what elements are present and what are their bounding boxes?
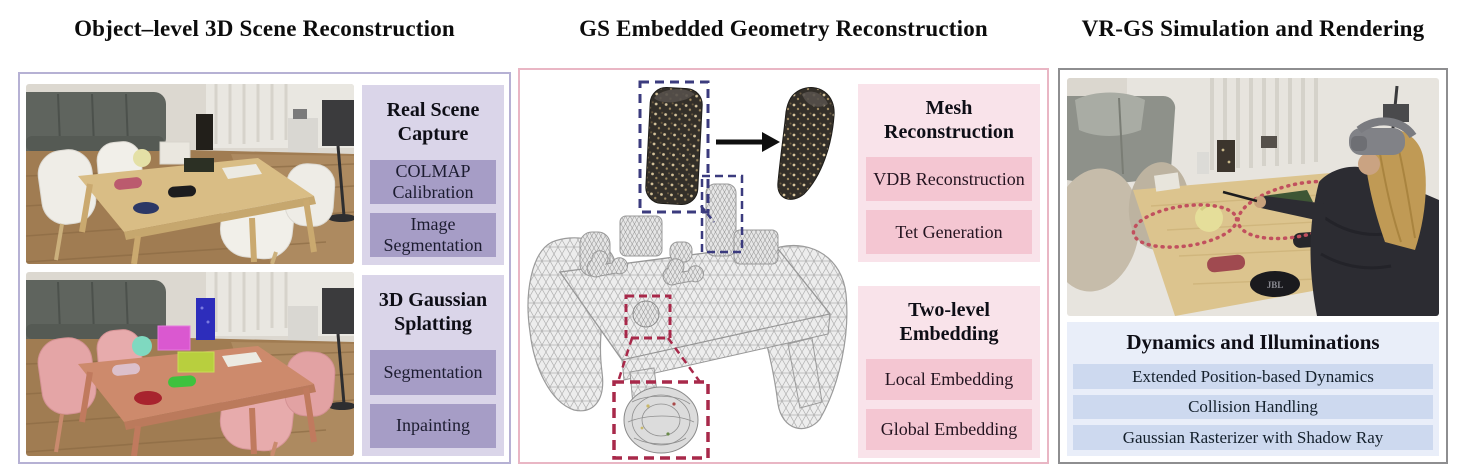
speaker-mesh-zoom xyxy=(623,386,699,454)
real-scene-illustration xyxy=(26,84,354,264)
vr-user xyxy=(1222,117,1439,316)
red-dashed-box-small xyxy=(624,294,672,340)
group-header: Mesh Reconstruction xyxy=(884,96,1014,143)
two-level-embedding-group: Two-level Embedding Local Embedding Glob… xyxy=(858,286,1040,458)
pipeline-step-colmap-calibration: COLMAP Calibration xyxy=(370,160,496,204)
pipeline-step-vdb-reconstruction: VDB Reconstruction xyxy=(866,157,1032,201)
navy-dashed-box-small xyxy=(700,174,744,254)
vr-user-photo: JBL xyxy=(1067,78,1439,316)
pipeline-step-gaussian-rasterizer: Gaussian Rasterizer with Shadow Ray xyxy=(1073,425,1433,451)
vr-simulation-panel: JBL xyxy=(1058,68,1448,464)
controller-pointer xyxy=(1222,190,1258,203)
segmented-objects xyxy=(112,298,262,405)
beige-chair xyxy=(1067,168,1140,292)
group-header: 3D Gaussian Splatting xyxy=(378,288,488,335)
real-scene-capture-group: Real Scene Capture COLMAP Calibration Im… xyxy=(362,85,504,265)
red-dashed-box-large xyxy=(612,380,710,460)
red-controller xyxy=(1207,254,1246,273)
pipeline-step-tet-generation: Tet Generation xyxy=(866,210,1032,254)
group-header: Two-level Embedding xyxy=(899,298,999,345)
vr-scene-illustration: JBL xyxy=(1067,78,1439,316)
mesh-reconstruction-group: Mesh Reconstruction VDB Reconstruction T… xyxy=(858,84,1040,262)
navy-dashed-box-large xyxy=(638,80,710,214)
scene-reconstruction-panel: Real Scene Capture COLMAP Calibration Im… xyxy=(18,72,511,464)
hair xyxy=(1363,128,1426,250)
real-scene-photo xyxy=(26,84,354,264)
monitor xyxy=(322,100,354,146)
arrow-head xyxy=(762,132,780,152)
deformed-gaussian-object xyxy=(777,87,835,200)
hand xyxy=(1254,196,1266,208)
wood-table xyxy=(78,158,314,232)
table-objects xyxy=(114,114,262,214)
geometry-reconstruction-panel: Mesh Reconstruction VDB Reconstruction T… xyxy=(518,68,1049,464)
segmented-scene-illustration xyxy=(26,272,354,456)
gaussian-splatting-group: 3D Gaussian Splatting Segmentation Inpai… xyxy=(362,275,504,456)
pipeline-step-segmentation: Segmentation xyxy=(370,350,496,395)
left-column-title: Object–level 3D Scene Reconstruction xyxy=(74,16,455,41)
right-column-title: VR-GS Simulation and Rendering xyxy=(1081,16,1425,41)
pipeline-step-xpbd: Extended Position-based Dynamics xyxy=(1073,364,1433,389)
yellow-ball xyxy=(1195,204,1223,232)
speaker-label: JBL xyxy=(1267,280,1284,290)
jbl-speaker xyxy=(1250,271,1300,297)
segmented-scene-photo xyxy=(26,272,354,456)
pipeline-step-image-segmentation: Image Segmentation xyxy=(370,213,496,257)
middle-column-title: GS Embedded Geometry Reconstruction xyxy=(579,16,988,41)
group-header: Real Scene Capture xyxy=(386,98,480,145)
pipeline-step-inpainting: Inpainting xyxy=(370,403,496,448)
group-header: Dynamics and Illuminations xyxy=(1126,330,1380,355)
pipeline-step-collision-handling: Collision Handling xyxy=(1073,394,1433,420)
wireframe-mesh-illustration xyxy=(527,80,848,460)
gaussian-object xyxy=(645,87,703,205)
pipeline-step-global-embedding: Global Embedding xyxy=(866,409,1032,450)
pipeline-step-local-embedding: Local Embedding xyxy=(866,359,1032,400)
dynamics-illuminations-group: Dynamics and Illuminations Extended Posi… xyxy=(1067,322,1439,456)
